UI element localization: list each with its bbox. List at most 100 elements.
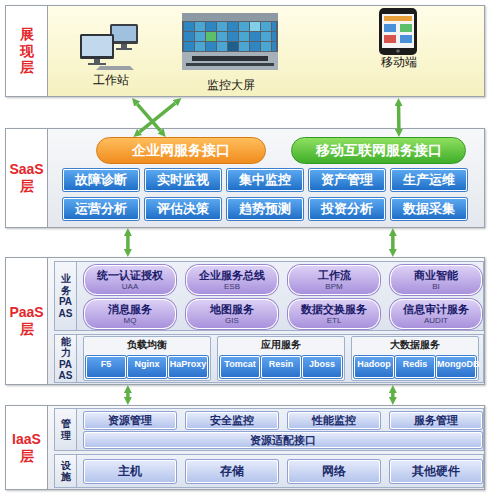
node-label: 工作流 (318, 269, 351, 282)
node-label: 移动端 (361, 56, 436, 70)
device-node: 工作站 (76, 21, 146, 98)
monitor-screen (82, 36, 112, 56)
sub-layer-label: 管理 (58, 418, 74, 441)
keyboard (96, 66, 134, 70)
layer-label: PaaS层 (7, 304, 47, 338)
service-pill: 企业服务总线ESB (186, 265, 278, 295)
sub-layer-label-cell: 业务PAAS (55, 262, 77, 330)
sub-layer-label-cell: 管理 (55, 409, 77, 450)
layer-band: 展现层工作站 监控大屏 移动端 (5, 5, 485, 97)
screen-tile (250, 22, 260, 31)
node-label: Redis (396, 359, 434, 369)
node-label: 投资分析 (321, 202, 373, 217)
node-label: BPM (325, 282, 342, 291)
phone-icon (379, 8, 417, 55)
phone-screen (382, 14, 414, 48)
layer-label: 展现层 (18, 26, 36, 76)
room-floor (182, 52, 278, 70)
node-label: 监控大屏 (176, 79, 286, 93)
resource-box: 安全监控 (186, 412, 278, 429)
service-pill: 数据交换服务ETL (288, 299, 380, 329)
room-ceiling (182, 13, 278, 21)
node-label: 消息服务 (108, 303, 152, 316)
sub-layer-label-cell: 设施 (55, 455, 77, 487)
layer-label-cell: IaaS层 (6, 406, 48, 489)
node-label: Nginx (128, 359, 166, 369)
service-box: 趋势预测 (227, 198, 303, 220)
service-pill: 商业智能BI (390, 265, 482, 295)
node-label: 工作站 (76, 74, 146, 88)
double-arrow (126, 393, 130, 397)
node-label: ESB (224, 282, 240, 291)
home-button (396, 49, 400, 53)
node-label: 负载均衡 (84, 339, 210, 351)
node-label: AUDIT (424, 316, 448, 325)
monitor-base (116, 48, 132, 50)
node-label: BI (432, 282, 440, 291)
service-pill: 消息服务MQ (84, 299, 176, 329)
node-label: 商业智能 (414, 269, 458, 282)
layer-label: IaaS层 (7, 431, 47, 465)
service-group: 负载均衡 F5NginxHaProxy (83, 336, 211, 381)
sub-layer-label: 设施 (58, 460, 74, 483)
interface-pill: 移动互联网服务接口 (291, 137, 466, 164)
component-button: Hadoop (354, 356, 394, 378)
screen-bar (384, 16, 412, 21)
video-wall (184, 22, 276, 52)
double-arrow (391, 236, 395, 249)
service-box: 评估决策 (145, 198, 221, 220)
node-label: 应用服务 (218, 339, 344, 351)
room-background (182, 13, 278, 70)
service-box: 数据采集 (391, 198, 467, 220)
resource-box: 服务管理 (390, 412, 482, 429)
node-label: 生产运维 (403, 173, 455, 188)
node-label: 主机 (118, 465, 142, 479)
sub-layer-band: 设施 主机 存储 网络其他硬件 (54, 454, 484, 488)
layer-label: SaaS层 (7, 161, 47, 195)
monitor-frame (110, 24, 138, 44)
node-label: 实时监视 (157, 173, 209, 188)
resource-box: 其他硬件 (390, 460, 482, 483)
screen-tile (206, 32, 216, 41)
node-label: Jboss (303, 359, 341, 369)
node-label: 数据采集 (403, 202, 455, 217)
node-label: F5 (87, 359, 125, 369)
node-label: 资源适配接口 (250, 434, 316, 447)
double-arrow (137, 104, 160, 131)
node-label: 存储 (220, 465, 244, 479)
layer-band: IaaS层管理资源管理安全监控性能监控服务管理资源适配接口设施主机存储网络其他硬… (5, 405, 485, 490)
node-label: Resin (262, 359, 300, 369)
service-group: 应用服务TomcatResinJboss (217, 336, 345, 381)
console-desk (186, 63, 274, 66)
monitor-frame (80, 34, 114, 59)
layer-label-cell: SaaS层 (6, 129, 48, 227)
node-label: 故障诊断 (75, 173, 127, 188)
screen-tile (384, 24, 396, 32)
node-label: HaProxy (169, 359, 207, 369)
node-label: 企业网服务接口 (132, 142, 230, 158)
node-label: 趋势预测 (239, 202, 291, 217)
component-button: Redis (395, 356, 435, 378)
node-label: 移动互联网服务接口 (316, 142, 442, 158)
service-box: 集中监控 (227, 169, 303, 191)
double-arrow (391, 393, 395, 397)
service-pill: 工作流BPM (288, 265, 380, 295)
node-label: 评估决策 (157, 202, 209, 217)
node-label: 资源管理 (108, 414, 152, 427)
node-label: Hadoop (355, 359, 393, 369)
node-label: 企业服务总线 (199, 269, 265, 282)
component-button: Jboss (302, 356, 342, 378)
resource-box: 存储 (186, 460, 278, 483)
layer-band: PaaS层业务PAAS统一认证授权UAA企业服务总线ESB工作流BPM商业智能B… (5, 257, 485, 385)
resource-box: 网络 (288, 460, 380, 483)
component-button: Nginx (127, 356, 167, 378)
console-desk (192, 56, 268, 61)
control-room-picture (182, 13, 278, 70)
component-button: MongoDB (436, 356, 476, 378)
service-box: 故障诊断 (63, 169, 139, 191)
service-box: 生产运维 (391, 169, 467, 191)
service-pill: 地图服务GIS (186, 299, 278, 329)
node-label: MQ (124, 316, 137, 325)
layer-label-cell: PaaS层 (6, 258, 48, 384)
